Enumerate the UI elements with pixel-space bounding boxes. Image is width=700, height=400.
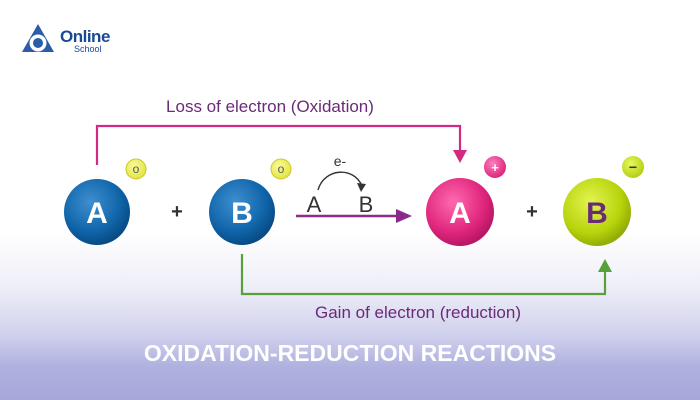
logo-mark-icon [22,24,54,52]
reduction-arrowhead [598,259,612,272]
product-a-charge-badge: + [484,156,506,178]
reactant-b-label: B [231,197,253,230]
plus-sign-right: + [526,201,538,223]
product-a-label: A [449,197,471,230]
reactant-a: A [64,179,130,245]
product-b-anion: B [563,178,631,246]
product-b-charge-badge: − [622,156,644,178]
transfer-from-label: A [307,192,322,217]
logo-sub: School [74,44,102,54]
oxidation-label: Loss of electron (Oxidation) [166,97,374,116]
product-a-cation: A [426,178,494,246]
electron-transfer-curve [317,171,363,191]
product-a-charge: + [491,160,499,175]
reactant-a-charge-badge: o [125,158,147,180]
electron-transfer-arrowhead [357,183,366,192]
product-b-charge: − [629,159,637,175]
logo-brand: Online [60,27,110,46]
reactant-b-charge: o [278,162,285,176]
reactant-a-charge: o [133,162,140,176]
oxidation-arrowhead [453,150,467,163]
product-b-label: B [586,197,608,230]
reactant-a-label: A [86,197,108,230]
electron-label: e- [334,153,347,169]
plus-sign-left: + [171,201,183,223]
oxidation-path [95,124,462,165]
reduction-path [240,254,607,296]
reduction-label: Gain of electron (reduction) [315,303,521,322]
reaction-arrowhead [396,209,412,223]
transfer-to-label: B [359,192,374,217]
reactant-b-charge-badge: o [270,158,292,180]
page-title: OXIDATION-REDUCTION REACTIONS [143,340,557,366]
reactant-b: B [209,179,275,245]
online-school-logo[interactable]: Online School [18,22,118,56]
